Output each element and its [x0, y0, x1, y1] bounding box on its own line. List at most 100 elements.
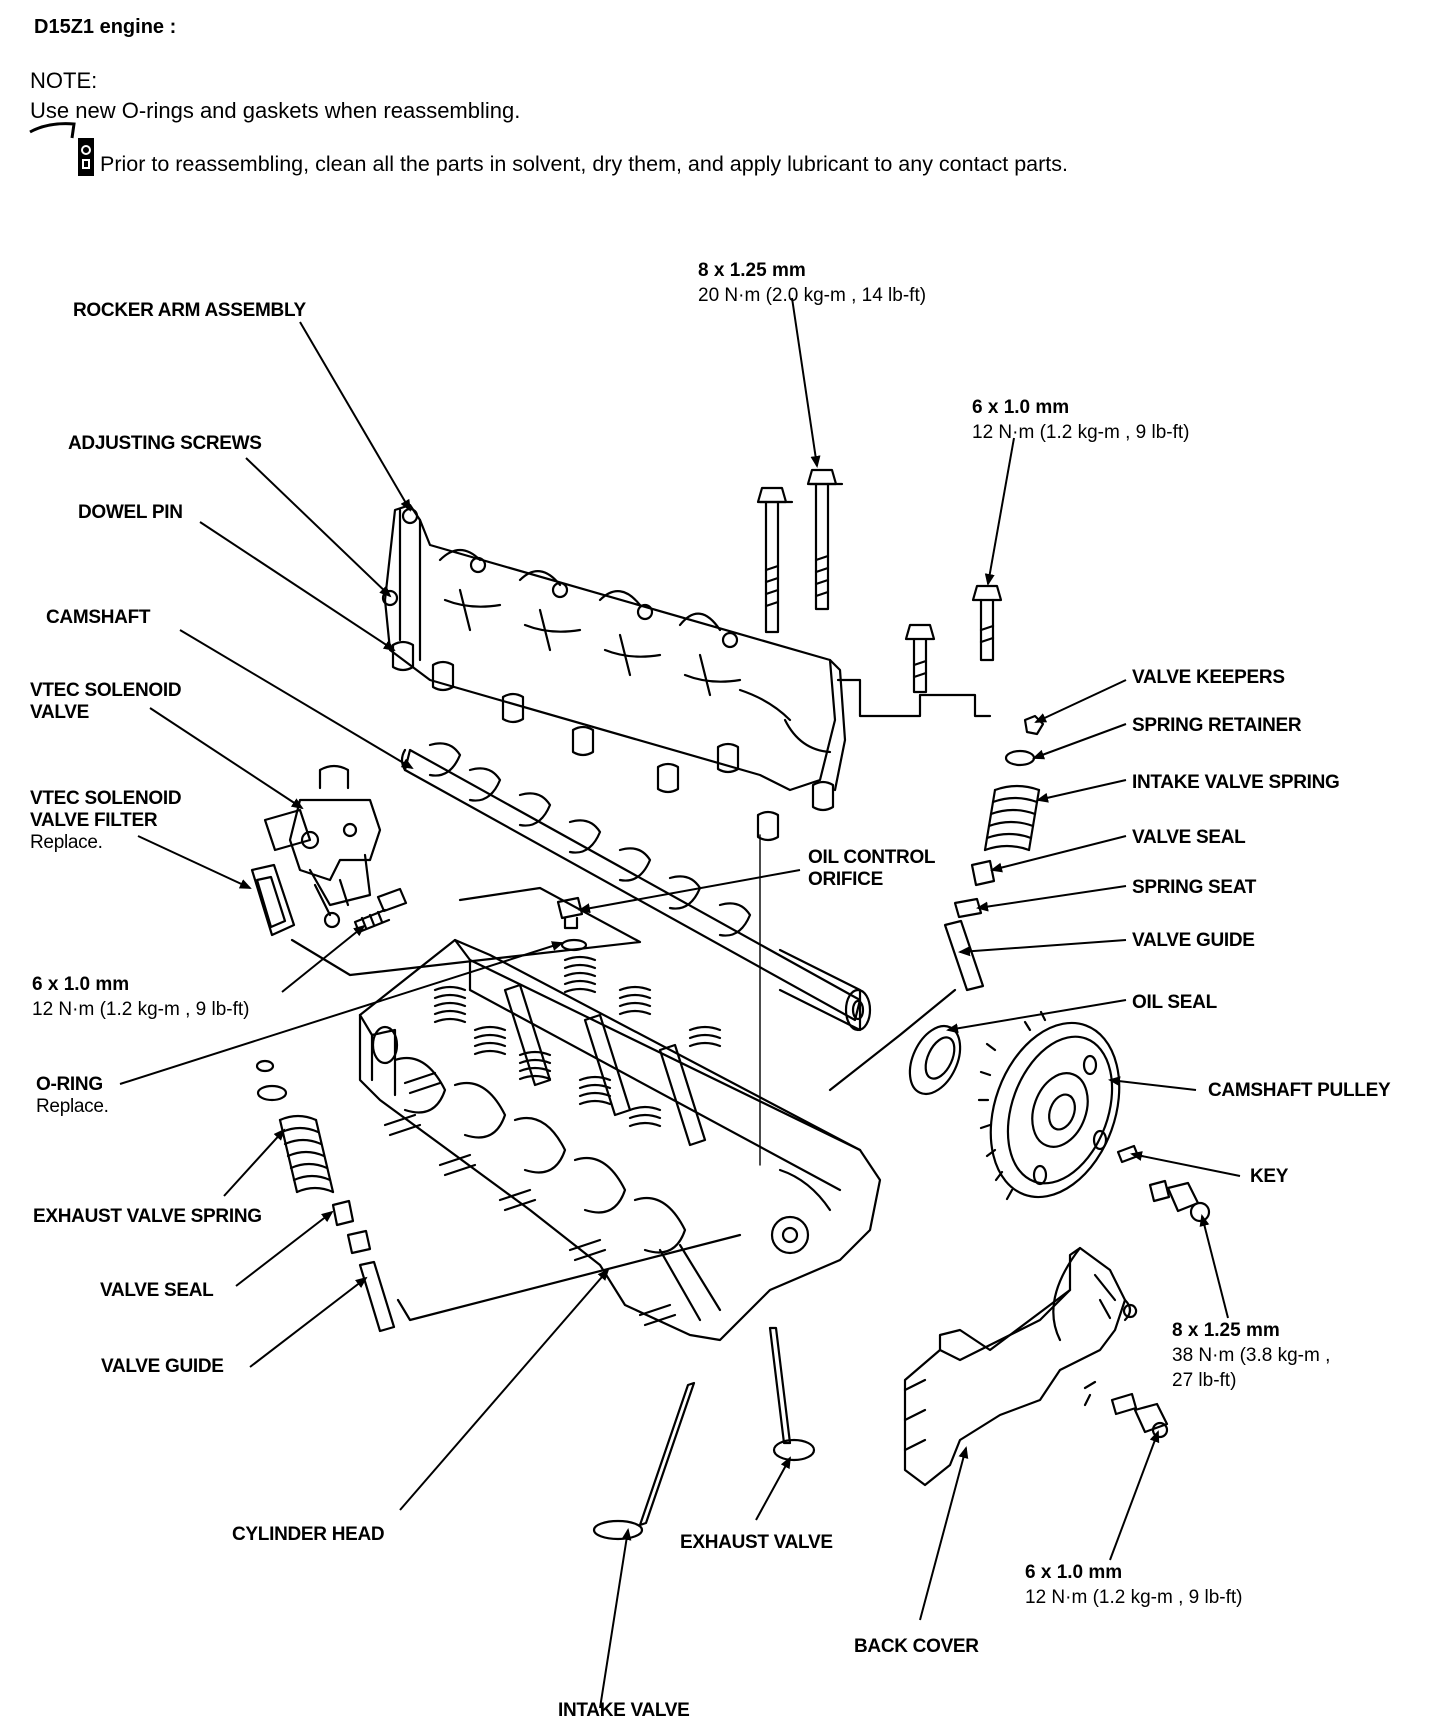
label-o-ring-title: O-RING: [36, 1074, 103, 1095]
label-adjusting-screws: ADJUSTING SCREWS: [68, 433, 262, 454]
leader-vtec-valve: [149, 707, 304, 810]
label-vtec-filter-note: Replace.: [30, 832, 103, 853]
label-back-cover: BACK COVER: [854, 1636, 979, 1657]
intake-valve-part: [592, 1381, 696, 1541]
vtec-solenoid-valve-filter: [250, 863, 296, 937]
spec-pulley-bolt-torque1: 38 N·m (3.8 kg-m ,: [1172, 1345, 1331, 1366]
spec-right-bolt-size: 6 x 1.0 mm: [972, 397, 1070, 418]
label-o-ring: O-RING Replace.: [36, 1074, 109, 1118]
label-vtec-filter-line2: VALVE FILTER: [30, 810, 158, 831]
rocker-bolts: [756, 468, 1003, 694]
leader-vtec-bolt: [281, 924, 366, 993]
spec-vtec-bolt: 6 x 1.0 mm 12 N·m (1.2 kg-m , 9 lb-ft): [32, 972, 250, 1022]
oil-can-icon: [78, 138, 94, 176]
leader-key: [1130, 1151, 1241, 1177]
spec-right-bolt: 6 x 1.0 mm 12 N·m (1.2 kg-m , 9 lb-ft): [972, 395, 1190, 445]
leader-intake-valve: [599, 1528, 632, 1709]
leader-rocker-arm: [299, 321, 412, 512]
label-valve-keepers: VALVE KEEPERS: [1132, 667, 1285, 688]
leader-valve-seal-left: [235, 1210, 334, 1287]
spec-top-bolt: 8 x 1.25 mm 20 N·m (2.0 kg-m , 14 lb-ft): [698, 258, 926, 308]
label-valve-guide-right: VALVE GUIDE: [1132, 930, 1255, 951]
leader-cover-bolt: [1109, 1430, 1160, 1561]
leader-camshaft-pulley: [1108, 1076, 1197, 1091]
label-vtec-solenoid-valve-filter: VTEC SOLENOID VALVE FILTER Replace.: [30, 788, 182, 854]
label-intake-valve-spring: INTAKE VALVE SPRING: [1132, 772, 1340, 793]
spec-vtec-bolt-torque: 12 N·m (1.2 kg-m , 9 lb-ft): [32, 999, 250, 1020]
leader-valve-seal-right: [990, 835, 1127, 873]
label-dowel-pin: DOWEL PIN: [78, 502, 183, 523]
leader-o-ring: [119, 941, 564, 1085]
label-spring-retainer: SPRING RETAINER: [1132, 715, 1302, 736]
label-vtec-solenoid-valve-line1: VTEC SOLENOID: [30, 680, 182, 701]
spec-vtec-bolt-size: 6 x 1.0 mm: [32, 974, 130, 995]
leader-right-bolt: [984, 437, 1015, 586]
label-oil-control-orifice-line2: ORIFICE: [808, 869, 883, 890]
spec-cover-bolt-size: 6 x 1.0 mm: [1025, 1562, 1123, 1583]
label-vtec-solenoid-valve: VTEC SOLENOID VALVE: [30, 680, 182, 724]
leader-valve-guide-left: [249, 1276, 368, 1368]
back-cover-bolt: [1110, 1392, 1169, 1439]
spec-pulley-bolt-size: 8 x 1.25 mm: [1172, 1320, 1280, 1341]
leader-valve-guide-right: [958, 939, 1127, 957]
label-key: KEY: [1250, 1166, 1289, 1187]
leader-spring-retainer: [1032, 723, 1127, 760]
leader-pulley-bolt: [1199, 1214, 1229, 1319]
leader-camshaft: [179, 629, 414, 770]
label-valve-seal-right: VALVE SEAL: [1132, 827, 1246, 848]
label-o-ring-note: Replace.: [36, 1096, 109, 1117]
vtec-gasket-bracket: [290, 886, 642, 977]
leader-spring-seat: [976, 885, 1127, 912]
label-oil-control-orifice-line1: OIL CONTROL: [808, 847, 936, 868]
leader-back-cover: [919, 1446, 969, 1621]
spec-top-bolt-torque: 20 N·m (2.0 kg-m , 14 lb-ft): [698, 285, 927, 306]
leader-top-bolt: [791, 297, 821, 468]
label-cylinder-head: CYLINDER HEAD: [232, 1524, 385, 1545]
intake-valve-spring-stack: [943, 714, 1045, 992]
label-oil-seal: OIL SEAL: [1132, 992, 1217, 1013]
leader-cylinder-head: [399, 1268, 610, 1511]
note-heading: NOTE:: [30, 68, 98, 93]
back-cover-part: [903, 1246, 1138, 1487]
leader-exhaust-spring: [223, 1128, 286, 1197]
bolt-bracket: [836, 678, 992, 718]
label-camshaft: CAMSHAFT: [46, 607, 151, 628]
camshaft-pulley-part: [977, 1010, 1121, 1201]
label-valve-seal-left: VALVE SEAL: [100, 1280, 214, 1301]
vtec-solenoid-valve: [263, 764, 382, 929]
exhaust-valve-part: [768, 1326, 816, 1462]
leader-adjusting-screws: [245, 457, 392, 598]
label-rocker-arm-assembly: ROCKER ARM ASSEMBLY: [73, 300, 306, 321]
leader-vtec-filter: [137, 835, 252, 889]
spec-cover-bolt-torque: 12 N·m (1.2 kg-m , 9 lb-ft): [1025, 1587, 1243, 1608]
page-title: D15Z1 engine :: [34, 16, 177, 38]
leader-valve-keepers: [1034, 679, 1127, 723]
spec-pulley-bolt-torque2: 27 lb-ft): [1172, 1370, 1237, 1391]
exhaust-valve-bracket: [396, 1233, 742, 1322]
spec-pulley-bolt: 8 x 1.25 mm 38 N·m (3.8 kg-m , 27 lb-ft): [1172, 1318, 1330, 1393]
cylinder-head: [358, 938, 882, 1342]
label-oil-control-orifice: OIL CONTROL ORIFICE: [808, 847, 936, 891]
spec-right-bolt-torque: 12 N·m (1.2 kg-m , 9 lb-ft): [972, 422, 1190, 443]
leader-exhaust-valve: [755, 1456, 791, 1521]
spec-top-bolt-size: 8 x 1.25 mm: [698, 260, 806, 281]
pulley-bolt: [1148, 1179, 1211, 1223]
rocker-arm-assembly: [381, 503, 847, 792]
label-vtec-filter-line1: VTEC SOLENOID: [30, 788, 182, 809]
leader-intake-spring: [1036, 779, 1127, 803]
label-camshaft-pulley: CAMSHAFT PULLEY: [1208, 1080, 1391, 1101]
valve-guide-bracket: [828, 988, 957, 1092]
label-valve-guide-left: VALVE GUIDE: [101, 1356, 224, 1377]
leader-oil-orifice: [578, 869, 801, 914]
label-exhaust-valve-spring: EXHAUST VALVE SPRING: [33, 1206, 262, 1227]
note-line-orings: Use new O-rings and gaskets when reassem…: [30, 98, 521, 123]
leader-oil-seal: [946, 999, 1127, 1034]
vtec-bolt: [353, 887, 408, 934]
label-vtec-solenoid-valve-line2: VALVE: [30, 702, 90, 723]
spec-cover-bolt: 6 x 1.0 mm 12 N·m (1.2 kg-m , 9 lb-ft): [1025, 1560, 1243, 1610]
oil-seal-part: [908, 1024, 962, 1096]
leader-dowel-pin: [199, 521, 396, 652]
note-line-lubricate: Prior to reassembling, clean all the par…: [100, 152, 1068, 176]
dowel-pins: [391, 640, 835, 842]
